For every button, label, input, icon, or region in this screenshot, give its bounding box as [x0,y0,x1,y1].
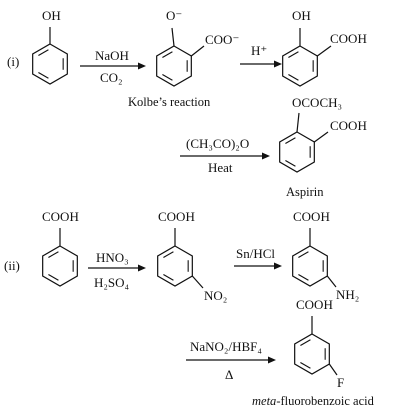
fluorobenzoic-acid-molecule: COOH F meta-fluorobenzoic acid [252,297,375,408]
aspirin-ococh3-label: OCOCH₃ [292,95,342,110]
fluorobenzoic-f-label: F [337,375,344,390]
benzene-hexagon [157,245,193,287]
benzene-double-bond [288,74,299,81]
arrow-i-2-top: H⁺ [251,43,267,58]
salicylic-acid-molecule: OH COOH [282,8,367,87]
salicylate-o-minus: O⁻ [166,8,182,23]
fluorobenzoic-acid-ring [294,333,330,375]
arrow-ii-3: NaNO₂/HBF₄ Δ [186,339,276,382]
benzene-double-bond [162,74,173,81]
benzene-double-bond [298,274,309,281]
nitrobenzoic-cooh-label: COOH [158,209,195,224]
salicylate-o-bond [171,27,175,47]
salicylic-cooh-bond [316,45,332,57]
aspirin-ococh3-bond [296,112,300,133]
aspirin-caption: Aspirin [286,185,324,199]
benzene-hexagon [156,45,192,87]
fluorobenzoic-cooh-label: COOH [296,297,333,312]
arrow-i-2: H⁺ [240,43,282,68]
benzene-double-bond [163,274,174,281]
benzene-double-bond [285,137,296,144]
phenol-oh-label: OH [42,8,61,23]
kolbe-reaction-caption: Kolbe’s reaction [128,95,211,109]
aminobenzoic-acid-molecule: COOH NH₂ [292,209,359,302]
benzene-hexagon [282,45,318,87]
benzoic-acid-molecule: COOH [42,209,79,287]
salicylic-oh-label: OH [292,8,311,23]
aspirin-ring [279,131,315,173]
fluorobenzoic-f-bond [328,363,338,376]
benzene-hexagon [279,131,315,173]
nitrobenzoic-acid-molecule: COOH NO₂ [157,209,227,303]
benzoic-acid-ring [42,245,78,287]
fluorobenzoic-caption-rest: -fluorobenzoic acid [276,394,374,408]
salicylate-coo-minus: COO⁻ [205,32,239,47]
salicylate-ring [156,45,192,87]
aminobenzoic-nh2-label: NH₂ [336,287,359,302]
aminobenzoic-nh2-bond [326,275,337,288]
fluorobenzoic-caption: meta-fluorobenzoic acid [252,394,375,408]
benzene-hexagon [42,245,78,287]
benzene-double-bond [38,72,49,79]
benzene-double-bond [162,51,173,58]
nitrobenzoic-no2-bond [191,275,204,289]
aminobenzoic-acid-ring [292,245,328,287]
salicylate-coo-bond [190,45,205,57]
aspirin-molecule: OCOCH₃ COOH Aspirin [279,95,367,199]
phenol-molecule: OH [32,8,68,85]
benzene-double-bond [285,160,296,167]
benzene-hexagon [32,43,68,85]
phenol-ring [32,43,68,85]
benzene-double-bond [298,251,309,258]
benzene-double-bond [48,274,59,281]
benzene-double-bond [288,51,299,58]
aspirin-cooh-label: COOH [330,118,367,133]
benzene-double-bond [38,49,49,56]
benzene-double-bond [48,251,59,258]
aspirin-cooh-bond [313,131,329,143]
arrow-ii-2-top: Sn/HCl [236,246,275,261]
arrow-ii-2: Sn/HCl [234,246,282,270]
arrow-i-3-top: (CH₃CO)₂O [186,136,249,151]
fluorobenzoic-caption-prefix: meta [252,394,276,408]
salicylic-cooh-label: COOH [330,31,367,46]
aminobenzoic-cooh-label: COOH [293,209,330,224]
arrow-ii-3-top: NaNO₂/HBF₄ [190,339,262,354]
benzene-double-bond [163,251,174,258]
arrow-i-1: NaOH CO₂ [80,48,146,85]
arrow-ii-1-top: HNO₃ [96,250,129,265]
part-i-label: (i) [7,54,19,69]
salicylic-acid-ring [282,45,318,87]
arrow-ii-1: HNO₃ H₂SO₄ [88,250,146,290]
nitrobenzoic-acid-ring [157,245,193,287]
salicylate-molecule: O⁻ COO⁻ [156,8,239,87]
benzene-hexagon [294,333,330,375]
benzene-hexagon [292,245,328,287]
arrow-ii-3-bottom: Δ [225,367,233,382]
part-ii-label: (ii) [4,258,20,273]
benzene-double-bond [300,339,311,346]
arrow-i-1-bottom: CO₂ [100,70,123,85]
arrow-ii-1-bottom: H₂SO₄ [94,275,130,290]
arrow-i-1-top: NaOH [95,48,129,63]
nitrobenzoic-no2-label: NO₂ [204,288,227,303]
benzene-double-bond [300,362,311,369]
arrow-i-3: (CH₃CO)₂O Heat [180,136,270,175]
benzoic-cooh-label: COOH [42,209,79,224]
arrow-i-3-bottom: Heat [208,160,233,175]
